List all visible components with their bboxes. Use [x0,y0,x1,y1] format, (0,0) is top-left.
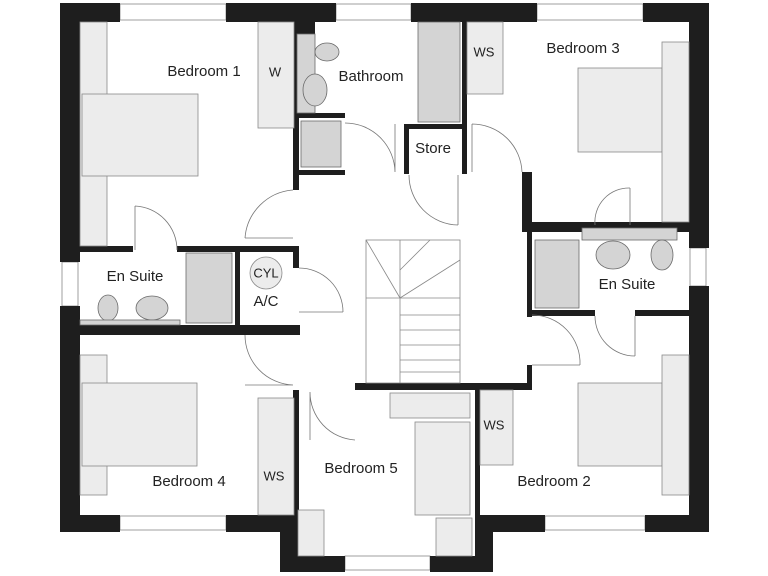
room-label-bedroom-2: Bedroom 2 [517,473,590,490]
cylinder-icon [249,256,283,290]
ws-label-bedroom-3: WS [474,44,495,59]
walls [60,3,709,572]
ws-label-bedroom-2: WS [484,417,505,432]
doors[interactable] [134,122,636,441]
cylinder-label: CYL [253,265,278,280]
room-label-bedroom-1: Bedroom 1 [167,63,240,80]
wardrobe-label: W [269,64,282,79]
furniture [79,21,690,557]
room-label-bedroom-5: Bedroom 5 [324,460,397,477]
room-label-bedroom-4: Bedroom 4 [152,473,225,490]
airing-cupboard-label: A/C [253,293,278,310]
room-label-store: Store [415,140,451,157]
sanitary-ware [79,21,678,326]
ws-label-bedroom-4: WS [264,468,285,483]
room-label-bedroom-3: Bedroom 3 [546,40,619,57]
staircase [365,239,461,384]
room-label-en-suite-right: En Suite [599,276,656,293]
room-label-en-suite-left: En Suite [107,268,164,285]
room-label-bathroom: Bathroom [338,68,403,85]
